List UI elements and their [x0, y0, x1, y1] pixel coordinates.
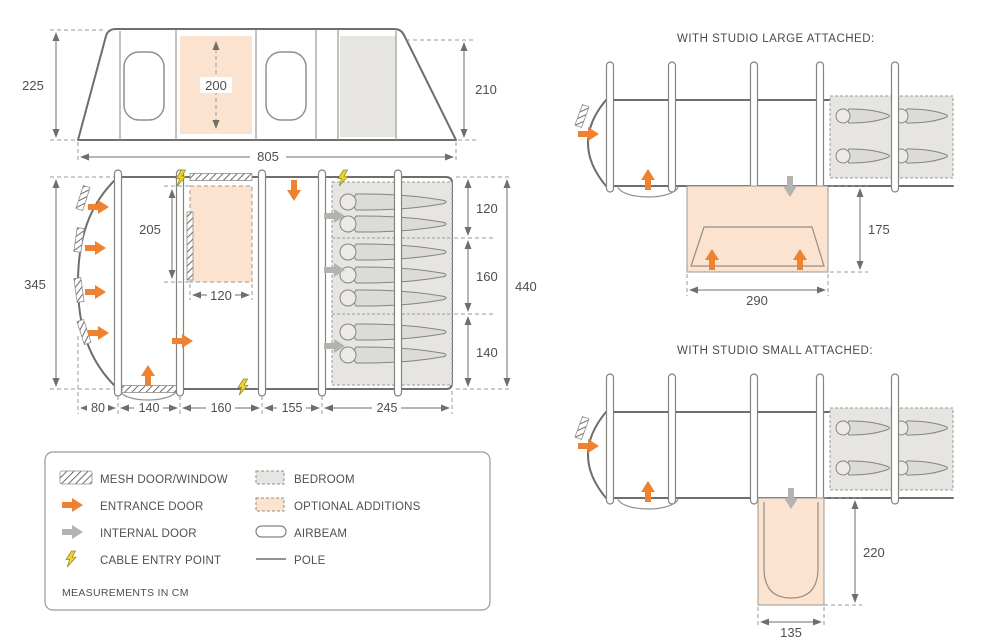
mesh-window-segment — [186, 211, 194, 281]
dim-label-bg — [372, 401, 401, 415]
dim-inner-width: 120 — [210, 288, 232, 303]
dim-label-bg — [206, 401, 235, 415]
airbeam — [815, 373, 825, 505]
dim-height-right: 210 — [475, 82, 497, 97]
studio-large-plan: WITH STUDIO LARGE ATTACHED: 175 290 — [574, 33, 954, 308]
studio-groundsheet-outline — [763, 502, 819, 599]
bedroom-icon — [255, 470, 285, 485]
airbeam — [393, 169, 403, 397]
mesh-door-segment — [76, 319, 92, 345]
airbeam — [317, 169, 327, 397]
airbeam-icon — [255, 525, 287, 538]
airbeam — [257, 169, 267, 397]
airbeam — [890, 61, 900, 193]
tent-band-outline — [587, 99, 954, 187]
dim-studio-large-depth: 175 — [868, 222, 890, 237]
floor-plan: 345 205 120 120 160 140 440 — [24, 169, 537, 415]
studio-small-area — [757, 497, 825, 606]
legend-label-internal: INTERNAL DOOR — [100, 528, 197, 540]
airbeam — [749, 373, 759, 505]
airbeam — [605, 61, 615, 193]
legend-label-mesh: MESH DOOR/WINDOW — [100, 474, 228, 486]
airbeam — [815, 61, 825, 193]
airbeam — [605, 373, 615, 505]
door-swing-arc — [617, 497, 679, 510]
mesh-door-segment — [574, 415, 590, 441]
legend: MESH DOOR/WINDOW ENTRANCE DOOR INTERNAL … — [44, 451, 491, 611]
legend-label-optional: OPTIONAL ADDITIONS — [294, 501, 421, 513]
door-swing-arc — [617, 185, 679, 198]
dim-door-height: 200 — [205, 78, 227, 93]
window — [265, 51, 307, 121]
studio-large-title: WITH STUDIO LARGE ATTACHED: — [677, 33, 875, 45]
studio-small-plan: WITH STUDIO SMALL ATTACHED: 220 135 — [574, 345, 954, 640]
dim-right-total: 440 — [515, 279, 537, 294]
mesh-window-segment — [189, 173, 253, 181]
dim-label-bg — [87, 401, 108, 415]
dim-label-bg — [200, 77, 232, 93]
mesh-door-segment — [73, 227, 85, 253]
airbeam — [113, 169, 123, 397]
dim-right-top: 120 — [476, 201, 498, 216]
legend-label-entrance: ENTRANCE DOOR — [100, 501, 204, 513]
dim-label-bg — [207, 288, 235, 302]
legend-label-airbeam: AIRBEAM — [294, 528, 347, 540]
dim-bottom-0: 80 — [91, 401, 105, 415]
dim-label-bg — [134, 401, 163, 415]
airbeam — [749, 61, 759, 193]
optional-inner-bedroom — [189, 185, 253, 283]
dim-label-bg — [250, 149, 286, 164]
airbeam — [667, 61, 677, 193]
dim-inner-height: 205 — [139, 222, 161, 237]
entrance-door-arrow-icon — [578, 127, 599, 141]
legend-label-bedroom: BEDROOM — [294, 474, 355, 486]
dim-studio-small-width: 135 — [780, 625, 802, 640]
mesh-door-segment — [75, 185, 91, 211]
side-elevation: 200 225 210 805 — [22, 28, 497, 164]
mesh-door-segment — [574, 103, 590, 129]
dim-label-bg — [277, 401, 306, 415]
dim-right-mid: 160 — [476, 269, 498, 284]
legend-note: MEASUREMENTS IN CM — [62, 587, 189, 599]
dim-depth: 345 — [24, 277, 46, 292]
studio-groundsheet-outline — [690, 226, 825, 267]
airbeam — [667, 373, 677, 505]
dim-right-bottom: 140 — [476, 345, 498, 360]
dim-bottom-4: 245 — [377, 401, 398, 415]
entrance-door-arrow-icon — [578, 439, 599, 453]
mesh-window-segment — [121, 385, 179, 393]
tent-band-outline — [587, 411, 954, 499]
dim-studio-small-depth: 220 — [863, 545, 885, 560]
dim-bottom-2: 160 — [211, 401, 232, 415]
studio-small-title: WITH STUDIO SMALL ATTACHED: — [677, 345, 873, 357]
airbeam — [890, 373, 900, 505]
optional-additions-icon — [255, 497, 285, 512]
dim-total-width: 805 — [257, 149, 279, 164]
dim-bottom-1: 140 — [139, 401, 160, 415]
dim-height-left: 225 — [22, 78, 44, 93]
dim-studio-large-width: 290 — [746, 293, 768, 308]
window — [123, 51, 165, 121]
legend-label-pole: POLE — [294, 555, 326, 567]
airbeam — [175, 169, 185, 397]
bedroom-area-shaded — [340, 36, 396, 137]
dim-bottom-3: 155 — [282, 401, 303, 415]
legend-label-cable: CABLE ENTRY POINT — [100, 555, 221, 567]
mesh-door-window-icon — [59, 470, 93, 485]
mesh-door-segment — [73, 277, 85, 303]
